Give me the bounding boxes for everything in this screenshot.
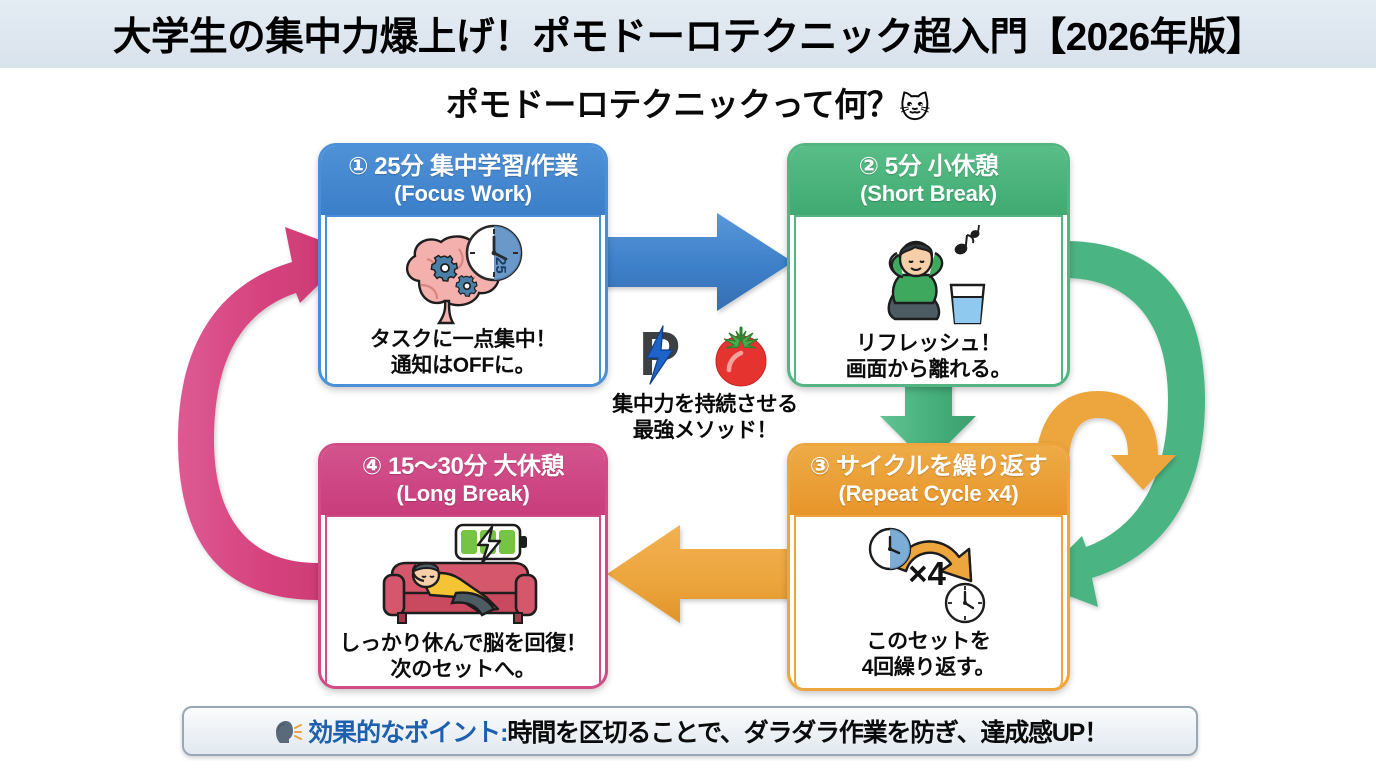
card-caption-short-break: リフレッシュ！ 画面から離れる。: [845, 332, 1012, 381]
card-title-line1: ④ 15〜30分 大休憩: [361, 453, 565, 480]
card-caption-repeat-cycle: このセットを 4回繰り返す。: [861, 630, 996, 679]
card-focus-work[interactable]: ① 25分 集中学習/作業 (Focus Work): [318, 143, 608, 387]
card-title-line2: (Short Break): [860, 180, 997, 206]
card-body-long-break: しっかり休んで脳を回復！ 次のセットへ。: [325, 515, 601, 686]
card-short-break[interactable]: ② 5分 小休憩 (Short Break): [787, 143, 1070, 387]
card-body-short-break: リフレッシュ！ 画面から離れる。: [794, 215, 1063, 384]
speaking-head-icon: [272, 718, 303, 744]
cycle-arrows-clocks-icon: ×4: [800, 523, 1057, 629]
page-title: 大学生の集中力爆上げ！ポモドーロテクニック超入門【2026年版】: [112, 16, 1264, 59]
p-bolt-logo-icon: P: [639, 320, 680, 389]
person-sofa-battery-icon: [331, 523, 595, 631]
banner-rest-text: 時間を区切ることで、ダラダラ作業を防ぎ、達成感UP！: [507, 719, 1109, 747]
cat-face-icon: 🐱: [899, 92, 931, 125]
card-header-long-break: ④ 15〜30分 大休憩 (Long Break): [321, 446, 605, 516]
card-title-line1: ② 5分 小休憩: [858, 153, 999, 180]
center-logos: P: [633, 318, 777, 390]
card-caption-long-break: しっかり休んで脳を回復！ 次のセットへ。: [339, 632, 587, 681]
subtitle: ポモドーロテクニックって何？🐱: [0, 78, 1376, 126]
card-caption-focus-work: タスクに一点集中！ 通知はOFFに。: [369, 328, 557, 377]
svg-text:25: 25: [492, 257, 509, 274]
card-body-repeat-cycle: ×4 このセットを 4回繰り返す。: [794, 515, 1063, 688]
banner-key-label: 効果的なポイント:: [308, 719, 508, 747]
card-long-break[interactable]: ④ 15〜30分 大休憩 (Long Break): [318, 443, 608, 689]
card-title-line2: (Focus Work): [394, 180, 532, 206]
card-header-short-break: ② 5分 小休憩 (Short Break): [790, 146, 1067, 216]
header-band: 大学生の集中力爆上げ！ポモドーロテクニック超入門【2026年版】: [0, 0, 1376, 68]
cycle-count-label: ×4: [908, 555, 946, 592]
card-title-line1: ① 25分 集中学習/作業: [348, 153, 578, 180]
center-method-block: P 集中力を持続させる 最強メソッド！: [585, 318, 825, 443]
key-point-banner: 効果的なポイント: 時間を区切ることで、ダラダラ作業を防ぎ、達成感UP！: [182, 706, 1198, 756]
center-method-text: 集中力を持続させる 最強メソッド！: [612, 393, 798, 442]
card-title-line1: ③ サイクルを繰り返す: [809, 453, 1048, 480]
subtitle-text: ポモドーロテクニックって何？: [445, 86, 900, 123]
card-title-line2: (Long Break): [396, 480, 530, 506]
card-header-repeat-cycle: ③ サイクルを繰り返す (Repeat Cycle x4): [790, 446, 1067, 516]
card-title-line2: (Repeat Cycle x4): [838, 480, 1019, 506]
card-repeat-cycle[interactable]: ③ サイクルを繰り返す (Repeat Cycle x4): [787, 443, 1070, 691]
card-body-focus-work: 25 タスクに一点集中！ 通知はOFFに。: [325, 215, 601, 384]
arrow-focus-to-break: [600, 213, 793, 311]
person-stretching-water-icon: [800, 223, 1057, 331]
tomato-icon: [715, 326, 767, 387]
card-header-focus-work: ① 25分 集中学習/作業 (Focus Work): [321, 146, 605, 216]
arrow-cycle-to-longbreak: [607, 525, 790, 623]
brain-gears-clock-icon: 25: [331, 223, 595, 327]
